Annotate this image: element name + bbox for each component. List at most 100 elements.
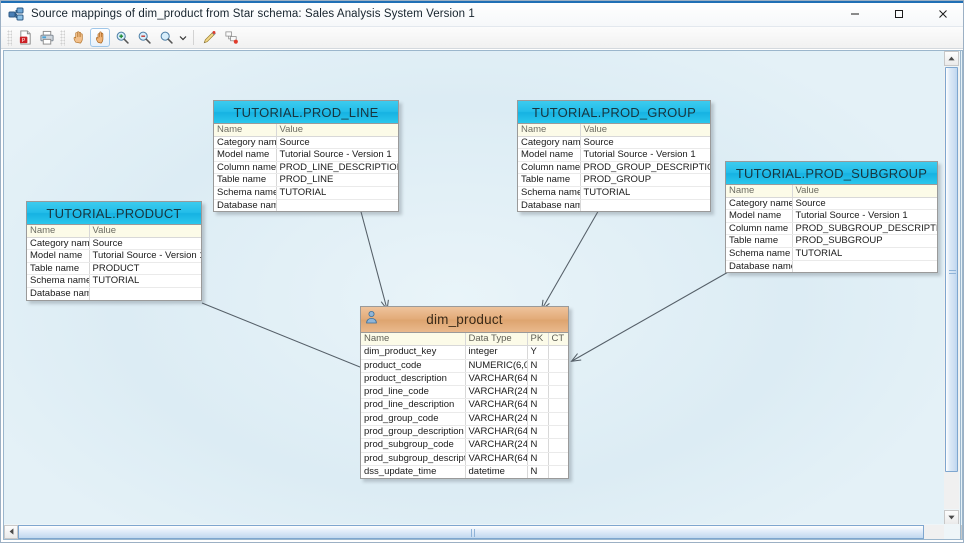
col-name: Name bbox=[518, 124, 581, 137]
expand-tree-icon[interactable] bbox=[221, 28, 241, 47]
cell-pk: N bbox=[527, 452, 549, 466]
grid-header-row: Name Value bbox=[214, 124, 398, 137]
grid-header-row: Name Value bbox=[27, 225, 201, 238]
row-label: Model name bbox=[518, 148, 581, 162]
cell-ct bbox=[548, 465, 568, 478]
horizontal-scroll-track[interactable] bbox=[18, 524, 948, 539]
row-label: Model name bbox=[726, 209, 793, 223]
svg-text:P: P bbox=[21, 38, 25, 44]
scroll-thumb-grip bbox=[949, 269, 956, 274]
cell-pk: N bbox=[527, 412, 549, 427]
scroll-down-button[interactable] bbox=[944, 510, 959, 525]
table-row: Database name bbox=[27, 287, 201, 300]
col-value: Value bbox=[89, 225, 201, 238]
grid-header-row: Name Value bbox=[726, 185, 937, 198]
node-title-bar: dim_product bbox=[361, 307, 568, 333]
row-value: Tutorial Source - Version 1 bbox=[580, 148, 710, 162]
zoom-out-icon[interactable] bbox=[134, 28, 154, 47]
maximize-button[interactable] bbox=[877, 1, 921, 27]
row-label: Category name bbox=[27, 237, 90, 251]
node-tutorial-prod-subgroup[interactable]: TUTORIAL.PROD_SUBGROUP Name Value Catego… bbox=[725, 161, 938, 274]
node-tutorial-product[interactable]: TUTORIAL.PRODUCT Name Value Category nam… bbox=[26, 201, 202, 301]
chevron-down-icon[interactable] bbox=[177, 28, 189, 47]
row-value: Source bbox=[792, 197, 937, 211]
zoom-in-icon[interactable] bbox=[112, 28, 132, 47]
vertical-scroll-thumb[interactable] bbox=[945, 67, 958, 472]
cell-ct bbox=[548, 385, 568, 400]
row-label: Column name bbox=[214, 161, 277, 175]
row-value: TUTORIAL bbox=[276, 186, 398, 200]
row-label: Database name bbox=[214, 199, 277, 212]
row-label: Table name bbox=[214, 173, 277, 187]
cell-ct bbox=[548, 412, 568, 427]
col-pk: PK bbox=[527, 333, 549, 347]
minimize-button[interactable] bbox=[833, 1, 877, 27]
cell-pk: N bbox=[527, 372, 549, 387]
node-title: TUTORIAL.PROD_GROUP bbox=[518, 101, 710, 124]
row-value: PROD_SUBGROUP bbox=[792, 234, 937, 248]
cell-type: VARCHAR(64) bbox=[465, 425, 528, 440]
col-value: Value bbox=[792, 185, 937, 198]
print-icon[interactable] bbox=[37, 28, 57, 47]
node-title: TUTORIAL.PRODUCT bbox=[27, 202, 201, 225]
scroll-thumb-grip bbox=[471, 528, 475, 537]
cell-type: VARCHAR(24) bbox=[465, 412, 528, 427]
vertical-scroll-track[interactable] bbox=[944, 67, 959, 509]
table-row: Database name bbox=[726, 260, 937, 273]
cell-name: dss_update_time bbox=[361, 465, 466, 479]
node-tutorial-prod-group[interactable]: TUTORIAL.PROD_GROUP Name Value Category … bbox=[517, 100, 711, 213]
row-label: Database name bbox=[726, 260, 793, 273]
cell-name: prod_subgroup_code bbox=[361, 438, 466, 453]
scroll-up-button[interactable] bbox=[944, 51, 959, 66]
cell-name: prod_line_code bbox=[361, 385, 466, 400]
row-value: PROD_SUBGROUP_DESCRIPTION bbox=[792, 222, 937, 236]
cell-ct bbox=[548, 425, 568, 440]
toolbar: P bbox=[1, 27, 963, 49]
diagram-surface[interactable]: TUTORIAL.PRODUCT Name Value Category nam… bbox=[4, 51, 945, 525]
scroll-left-button[interactable] bbox=[4, 524, 18, 539]
horizontal-scroll-thumb[interactable] bbox=[18, 524, 924, 539]
row-label: Schema name bbox=[518, 186, 581, 200]
edit-pencil-icon[interactable] bbox=[199, 28, 219, 47]
zoom-icon[interactable] bbox=[156, 28, 176, 47]
vertical-scrollbar[interactable] bbox=[944, 50, 961, 526]
cell-type: VARCHAR(64) bbox=[465, 398, 528, 413]
row-value: TUTORIAL bbox=[792, 247, 937, 261]
scrollbar-corner bbox=[944, 524, 961, 540]
cell-type: NUMERIC(6,0) bbox=[465, 359, 528, 373]
cell-name: prod_group_code bbox=[361, 412, 466, 427]
cell-type: VARCHAR(64) bbox=[465, 372, 528, 387]
cell-type: VARCHAR(24) bbox=[465, 438, 528, 453]
row-value: Tutorial Source - Version 1 bbox=[276, 148, 398, 162]
export-pdf-icon[interactable]: P bbox=[15, 28, 35, 47]
col-ct: CT bbox=[548, 333, 568, 347]
table-row: Database name bbox=[214, 199, 398, 212]
edge-prodline-to-dim bbox=[359, 207, 389, 311]
col-name: Name bbox=[214, 124, 277, 137]
horizontal-scrollbar[interactable] bbox=[3, 524, 963, 540]
cell-type: VARCHAR(24) bbox=[465, 385, 528, 400]
pan-hand-icon[interactable] bbox=[68, 28, 88, 47]
diagram-canvas[interactable]: TUTORIAL.PRODUCT Name Value Category nam… bbox=[3, 50, 963, 526]
cell-pk: N bbox=[527, 385, 549, 400]
node-tutorial-prod-line[interactable]: TUTORIAL.PROD_LINE Name Value Category n… bbox=[213, 100, 399, 213]
toolbar-grip[interactable] bbox=[7, 29, 12, 46]
edge-prodsubgroup-to-dim bbox=[570, 262, 745, 362]
select-hand-icon[interactable] bbox=[90, 28, 110, 47]
close-button[interactable] bbox=[921, 1, 963, 27]
toolbar-grip-2[interactable] bbox=[60, 29, 65, 46]
node-dim-product[interactable]: dim_product Name Data Type PK CT dim_pro… bbox=[360, 306, 569, 480]
